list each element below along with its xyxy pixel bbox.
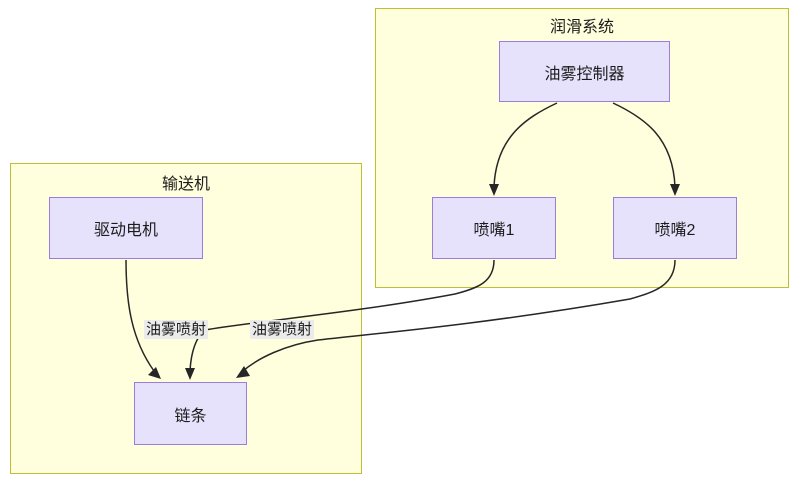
arrow-head-chain-from-nozzle-1 (185, 368, 195, 380)
edge-motor-to-chain (125, 259, 161, 379)
edge-controller-to-nozzle-1 (489, 102, 558, 196)
edge-label-nozzle-1-to-chain: 油雾喷射 (144, 320, 209, 339)
edge-nozzle-2-to-chain (236, 259, 676, 378)
node-drive-motor[interactable]: 驱动电机 (49, 197, 203, 259)
edge-controller-to-nozzle-2 (612, 102, 680, 196)
node-chain[interactable]: 链条 (134, 382, 247, 445)
arrow-head-nozzle-1 (489, 184, 499, 196)
node-nozzle-2[interactable]: 喷嘴2 (613, 197, 737, 259)
node-oil-mist-controller[interactable]: 油雾控制器 (499, 41, 670, 102)
arrow-head-chain-from-nozzle-2 (236, 366, 250, 378)
cluster-conveyor-title: 输送机 (161, 176, 210, 193)
edge-label-nozzle-2-to-chain: 油雾喷射 (250, 320, 315, 339)
edge-nozzle-1-to-chain (185, 259, 495, 380)
arrow-head-chain-from-motor (148, 367, 161, 379)
arrow-head-nozzle-2 (670, 184, 680, 196)
cluster-lubrication-system-title: 润滑系统 (549, 19, 614, 36)
node-nozzle-1[interactable]: 喷嘴1 (432, 197, 556, 259)
